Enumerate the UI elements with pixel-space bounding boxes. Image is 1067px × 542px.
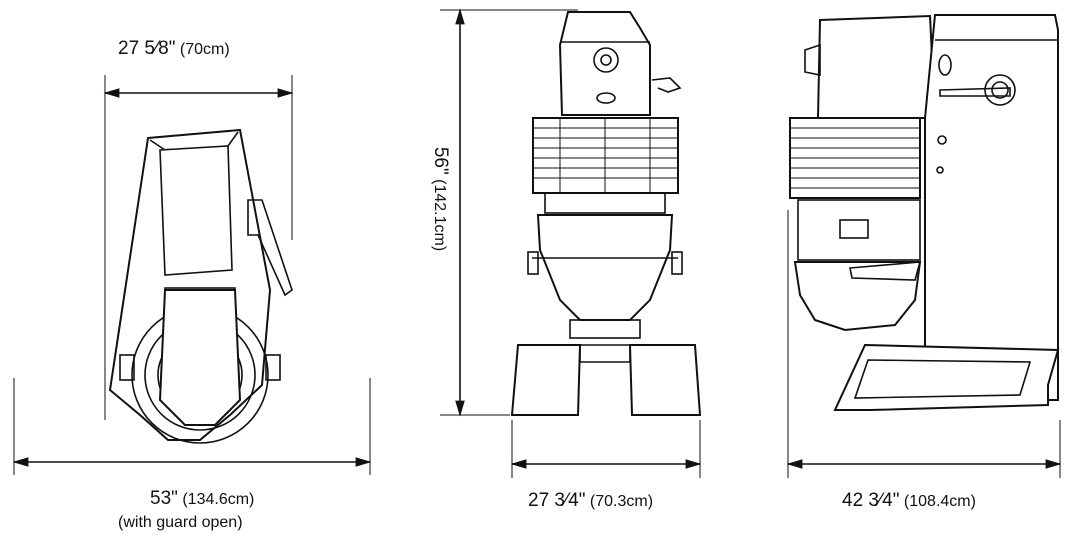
height-label: 56" (142.1cm) (429, 99, 451, 299)
top-view-width-label: 27 5⁄8" (70cm) (118, 38, 230, 60)
side-depth-label: 42 3⁄4" (108.4cm) (842, 490, 976, 512)
top-view-mixer (12, 75, 372, 475)
front-width-label: 27 3⁄4" (70.3cm) (528, 490, 653, 512)
side-depth-value: 42 3⁄4" (842, 490, 900, 511)
top-width-unit: (70cm) (179, 41, 230, 58)
height-unit: (142.1cm) (431, 179, 448, 252)
side-view-mixer (786, 14, 1062, 478)
overall-width-label: 53" (134.6cm) (150, 488, 254, 510)
top-width-value: 27 5⁄8" (118, 38, 176, 59)
front-width-unit: (70.3cm) (589, 493, 654, 510)
overall-width-value: 53" (150, 488, 178, 509)
front-width-value: 27 3⁄4" (528, 490, 586, 511)
height-value: 56" (430, 146, 451, 175)
guard-open-note: (with guard open) (118, 514, 243, 531)
front-view-mixer (440, 8, 702, 478)
overall-width-unit: (134.6cm) (182, 491, 255, 508)
side-depth-unit: (108.4cm) (903, 493, 976, 510)
